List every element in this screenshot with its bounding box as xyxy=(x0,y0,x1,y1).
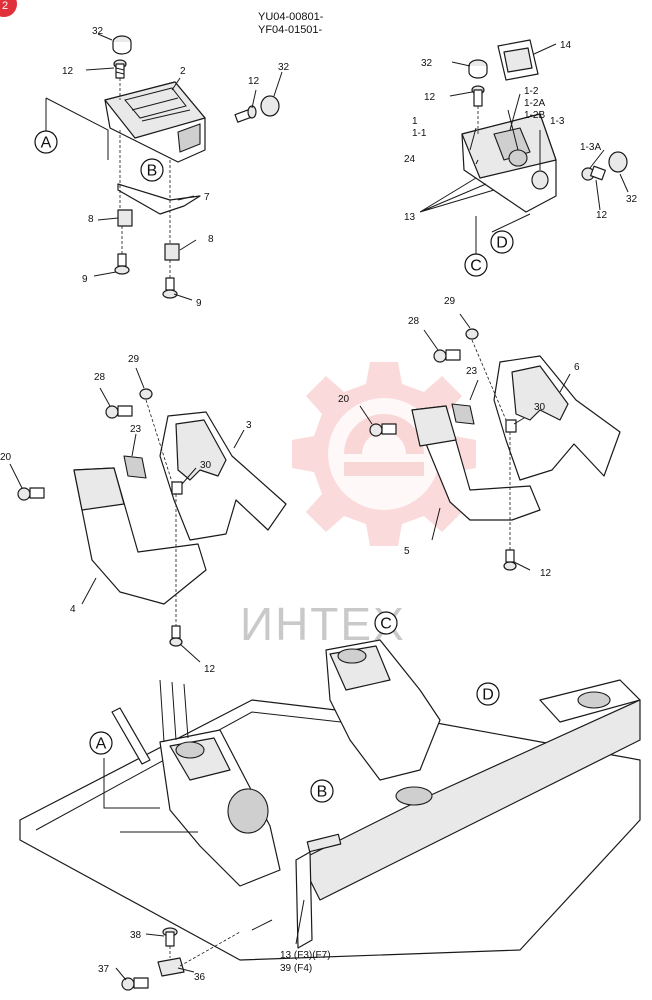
bolt-icon xyxy=(369,423,397,437)
callout: 28 xyxy=(94,372,106,383)
bolt-icon xyxy=(162,927,178,947)
callout: 20 xyxy=(338,394,350,405)
callout: 1 xyxy=(412,116,418,127)
callout: 9 xyxy=(196,298,202,309)
assembly-middle-right xyxy=(359,313,621,571)
callout: 1-1 xyxy=(412,128,427,139)
svg-text:C: C xyxy=(470,258,482,275)
callout: 12 xyxy=(540,568,552,579)
reference-A-lower: A xyxy=(89,731,113,755)
bolt-icon xyxy=(162,277,178,299)
bolt-icon xyxy=(105,405,133,419)
callout: 8 xyxy=(88,214,94,225)
washer-icon xyxy=(139,388,153,400)
reference-C-upper: C xyxy=(464,253,488,277)
bolt-icon xyxy=(114,253,130,275)
callout: 28 xyxy=(408,316,420,327)
callout: 36 xyxy=(194,972,206,983)
bolt-icon xyxy=(234,105,257,123)
callout: 30 xyxy=(200,460,212,471)
callout: 39 (F4) xyxy=(280,963,312,974)
cap-icon xyxy=(112,35,132,55)
callout: 29 xyxy=(444,296,456,307)
serial-line-2: YF04-01501- xyxy=(258,24,323,36)
callout: 5 xyxy=(404,546,410,557)
assembly-upper-right xyxy=(419,39,629,258)
callout: 38 xyxy=(130,930,142,941)
svg-text:A: A xyxy=(96,736,107,753)
callout: 3 xyxy=(246,420,252,431)
reference-B-lower: B xyxy=(310,779,334,803)
callout: 13 (F3)(F7) xyxy=(280,950,331,961)
bolt-icon xyxy=(17,487,45,501)
svg-text:C: C xyxy=(380,616,392,633)
bolt-icon xyxy=(169,625,183,647)
callout: 1-3 xyxy=(550,116,565,127)
assembly-middle-left xyxy=(9,367,287,663)
callout-labels: 32 12 2 12 32 7 8 9 8 9 32 14 12 1-2 1-2… xyxy=(0,26,638,983)
reference-A-upper: A xyxy=(34,130,58,154)
callout: 12 xyxy=(596,210,608,221)
svg-text:A: A xyxy=(41,135,52,152)
callout: 32 xyxy=(92,26,104,37)
callout: 12 xyxy=(248,76,260,87)
callout: 12 xyxy=(62,66,74,77)
reference-D-lower: D xyxy=(476,682,500,706)
reference-B-upper: B xyxy=(140,158,164,182)
callout: 14 xyxy=(560,40,572,51)
callout: 30 xyxy=(534,402,546,413)
bolt-icon xyxy=(471,85,485,107)
callout: 32 xyxy=(421,58,433,69)
cap-icon xyxy=(608,151,628,173)
svg-text:D: D xyxy=(482,687,494,704)
callout: 8 xyxy=(208,234,214,245)
callout: 4 xyxy=(70,604,76,615)
svg-text:B: B xyxy=(147,163,158,180)
callout: 23 xyxy=(130,424,142,435)
callout: 29 xyxy=(128,354,140,365)
callout: 12 xyxy=(204,664,216,675)
svg-text:B: B xyxy=(317,784,328,801)
reference-D-upper: D xyxy=(490,230,514,254)
bolt-icon xyxy=(433,349,461,363)
callout: 1-3A xyxy=(580,142,601,153)
svg-text:D: D xyxy=(496,235,508,252)
callout: 1-2 xyxy=(524,86,539,97)
callout: 12 xyxy=(424,92,436,103)
reference-C-lower: C xyxy=(374,611,398,635)
assembly-frame xyxy=(19,639,641,991)
callout: 32 xyxy=(278,62,290,73)
bolt-icon xyxy=(171,481,183,495)
callout: 9 xyxy=(82,274,88,285)
callout: 2 xyxy=(180,66,186,77)
page-badge: 2 xyxy=(0,0,17,17)
page-badge-number: 2 xyxy=(2,0,8,12)
washer-icon xyxy=(465,328,479,340)
cap-icon xyxy=(260,95,280,117)
callout: 7 xyxy=(204,192,210,203)
callout: 23 xyxy=(466,366,478,377)
callout: 1-2B xyxy=(524,110,545,121)
callout: 20 xyxy=(0,452,12,463)
callout: 6 xyxy=(574,362,580,373)
callout: 24 xyxy=(404,154,416,165)
cap-icon xyxy=(468,59,488,79)
clip-icon xyxy=(157,957,185,977)
callout: 37 xyxy=(98,964,110,975)
bolt-icon xyxy=(581,165,606,181)
assembly-upper-left xyxy=(45,33,283,301)
serial-line-1: YU04-00801- xyxy=(258,11,324,23)
bolt-icon xyxy=(503,549,517,571)
callout: 32 xyxy=(626,194,638,205)
callout: 1-2A xyxy=(524,98,545,109)
bolt-icon xyxy=(121,977,149,991)
callout: 13 xyxy=(404,212,416,223)
bolt-icon xyxy=(505,419,517,433)
bolt-icon xyxy=(113,59,127,79)
